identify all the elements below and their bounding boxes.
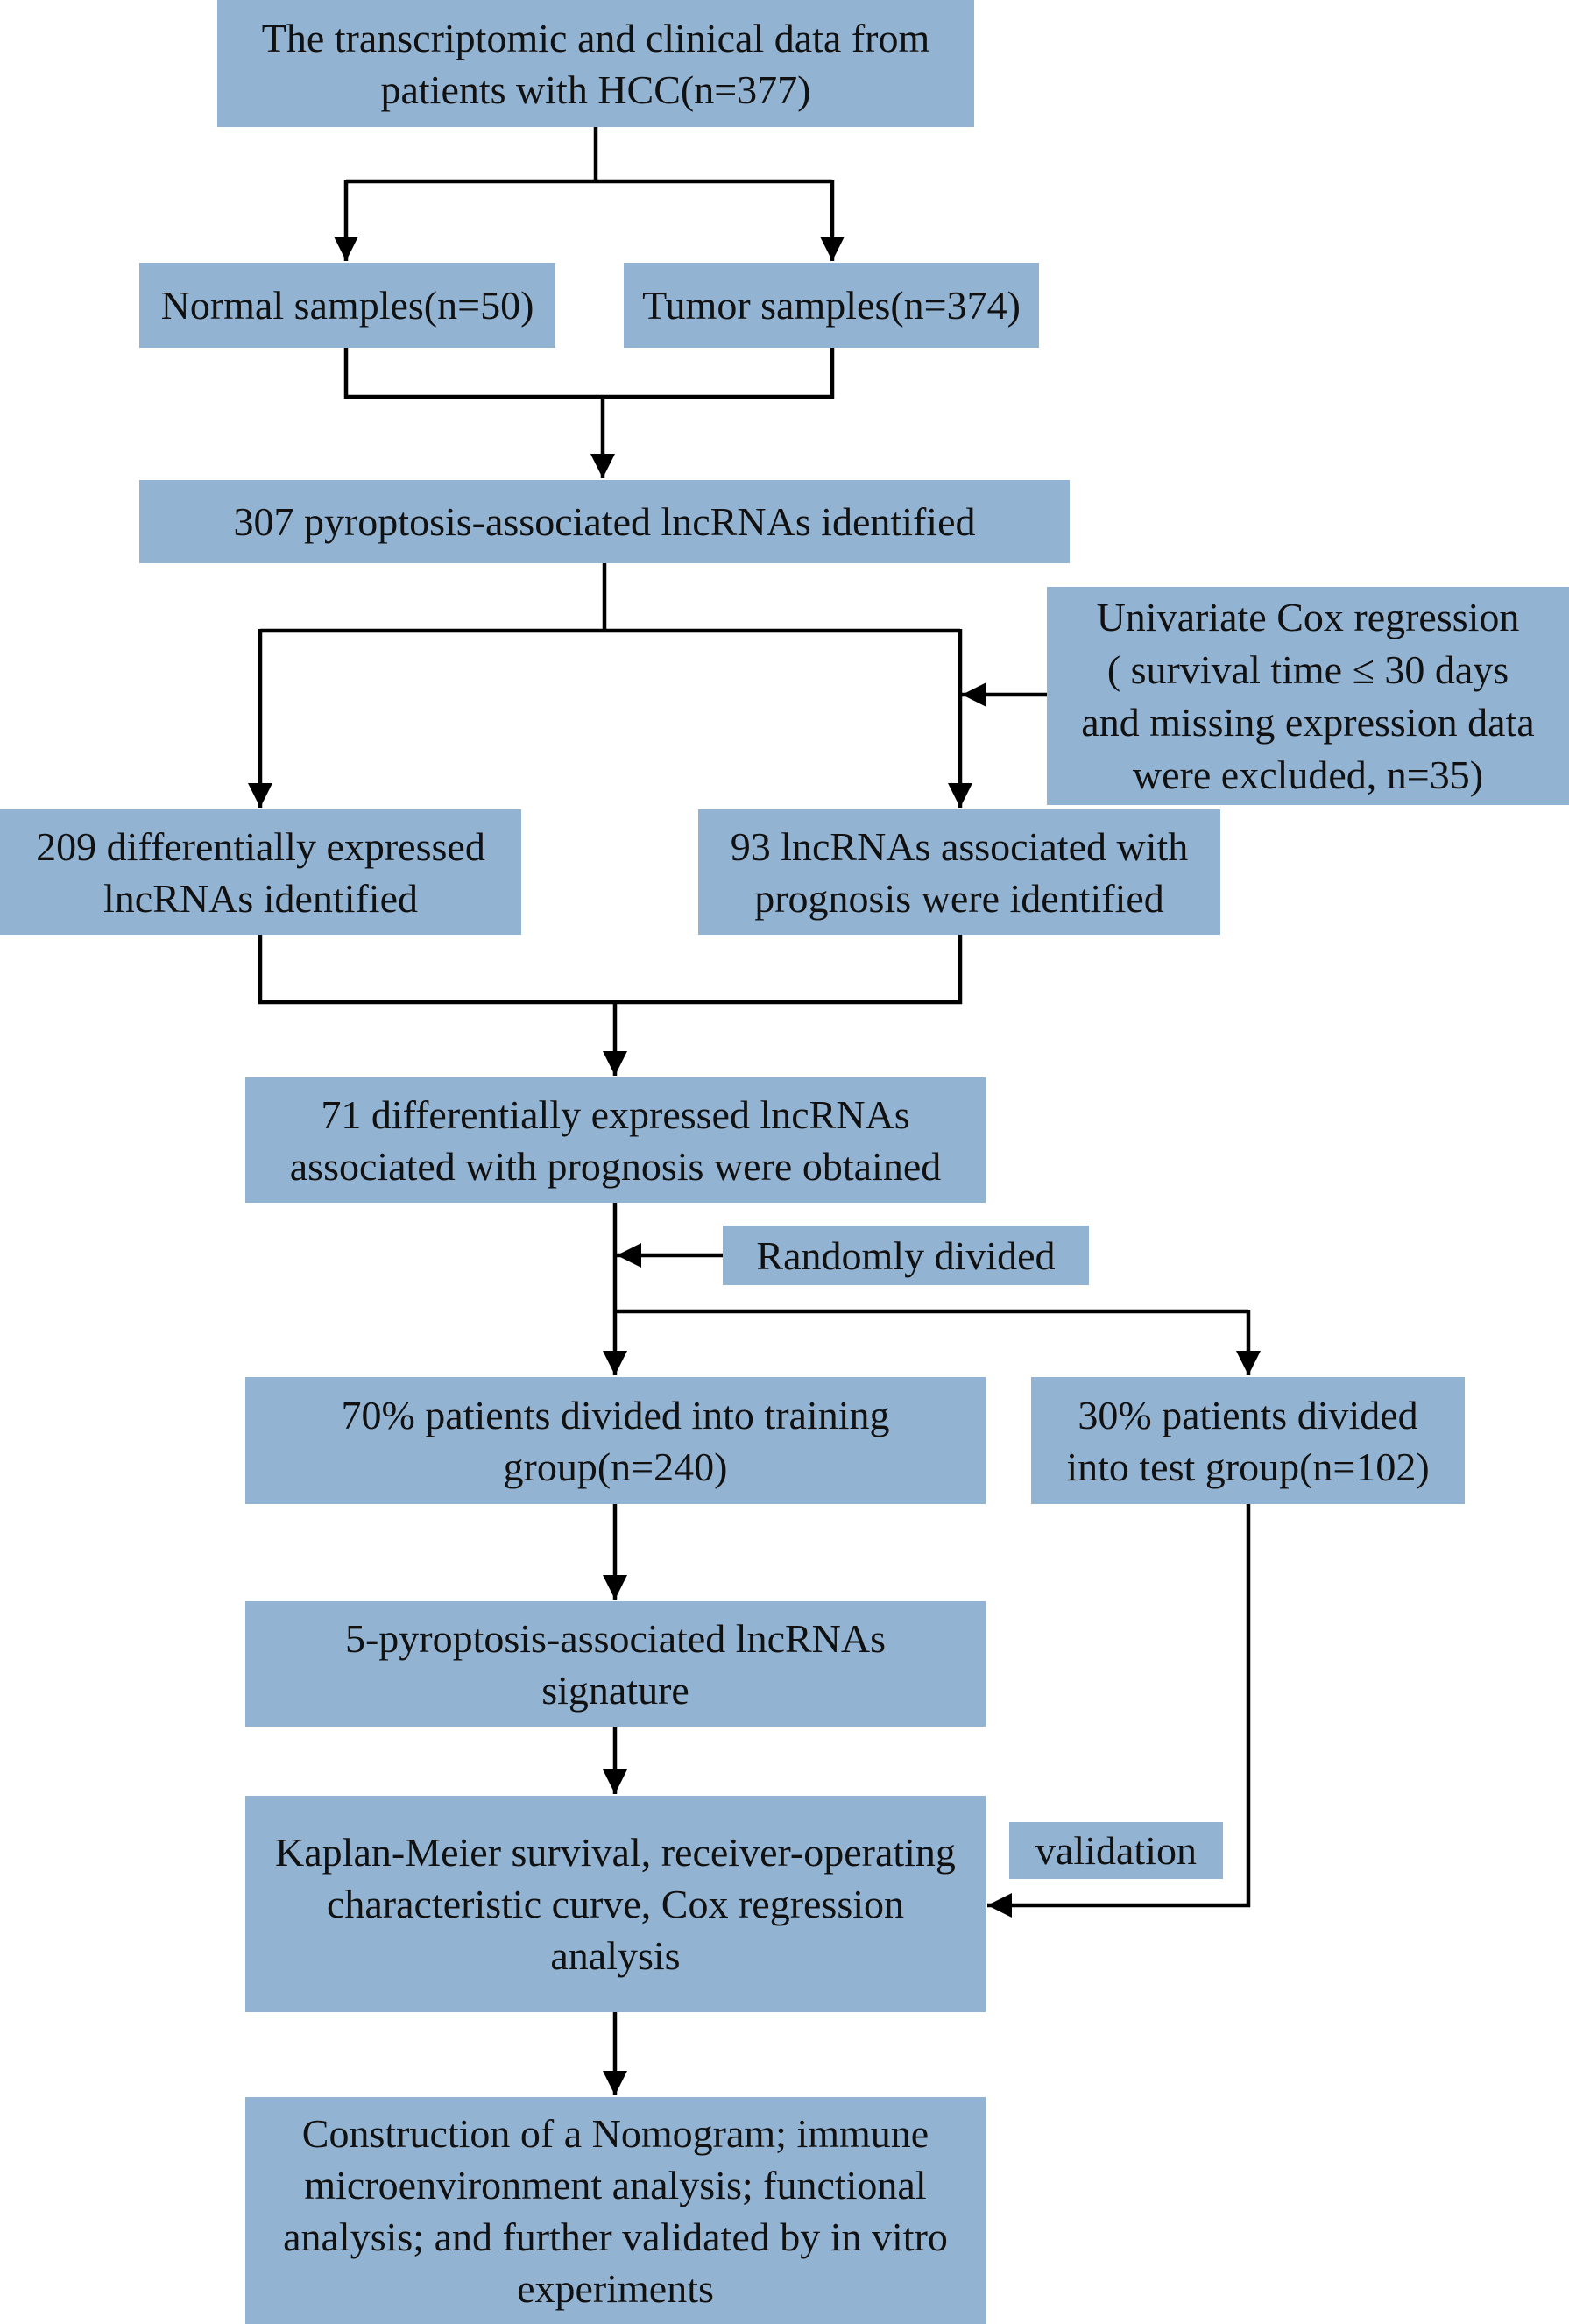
node-training-group-line-2: group(n=240)	[503, 1444, 728, 1489]
node-training-group-line-1: 70% patients divided into training	[341, 1392, 890, 1437]
node-signature: 5-pyroptosis-associated lncRNAs signatur…	[245, 1601, 986, 1727]
node-signature-line-2: signature	[541, 1667, 689, 1713]
node-nomogram-line-4: experiments	[517, 2265, 714, 2311]
node-survival-analysis-line-2: characteristic curve, Cox regression	[326, 1882, 905, 1926]
connector-test-validation	[987, 1504, 1251, 1918]
node-nomogram-line-3: analysis; and further validated by in vi…	[283, 2214, 948, 2259]
node-intersection-lncrnas-line-2: associated with prognosis were obtained	[289, 1143, 942, 1189]
node-univariate-cox-line-4: were excluded, n=35)	[1132, 752, 1484, 797]
node-nomogram-line-2: microenvironment analysis; functional	[304, 2162, 927, 2207]
node-data-source: The transcriptomic and clinical data fro…	[217, 0, 974, 127]
node-pyroptosis-lncrnas-line-1: 307 pyroptosis-associated lncRNAs identi…	[233, 499, 976, 544]
connector-source-split	[334, 127, 845, 261]
connector-intersection-merge	[258, 935, 963, 1076]
node-differential-lncrnas-line-1: 209 differentially expressed	[36, 823, 485, 869]
node-survival-analysis-line-3: analysis	[550, 1933, 681, 1978]
connector-samples-merge	[343, 348, 835, 478]
node-normal-samples: Normal samples(n=50)	[139, 263, 555, 348]
node-tumor-samples: Tumor samples(n=374)	[624, 263, 1039, 348]
node-survival-analysis-line-1: Kaplan-Meier survival, receiver-operatin…	[275, 1830, 956, 1875]
node-test-group-line-2: into test group(n=102)	[1066, 1444, 1430, 1489]
node-randomly-divided: Randomly divided	[723, 1226, 1089, 1285]
node-test-group-line-1: 30% patients divided	[1078, 1392, 1418, 1437]
node-normal-samples-line-1: Normal samples(n=50)	[160, 283, 534, 328]
node-differential-lncrnas-line-2: lncRNAs identified	[103, 875, 418, 921]
node-data-source-line-2: patients with HCC(n=377)	[380, 67, 811, 112]
node-nomogram-line-1: Construction of a Nomogram; immune	[301, 2110, 929, 2156]
connector-lncrna-split	[248, 563, 972, 808]
node-randomly-divided-line-1: Randomly divided	[756, 1233, 1056, 1278]
node-univariate-cox-line-2: ( survival time ≤ 30 days	[1106, 646, 1509, 692]
node-differential-lncrnas: 209 differentially expressed lncRNAs ide…	[0, 809, 521, 935]
node-survival-analysis: Kaplan-Meier survival, receiver-operatin…	[245, 1796, 986, 2012]
node-tumor-samples-line-1: Tumor samples(n=374)	[642, 283, 1021, 328]
node-prognosis-lncrnas: 93 lncRNAs associated with prognosis wer…	[698, 809, 1220, 935]
node-univariate-cox: Univariate Cox regression ( survival tim…	[1047, 587, 1569, 805]
node-intersection-lncrnas: 71 differentially expressed lncRNAs asso…	[245, 1077, 986, 1203]
node-validation-line-1: validation	[1035, 1828, 1197, 1873]
node-data-source-line-1: The transcriptomic and clinical data fro…	[261, 15, 930, 60]
node-validation: validation	[1009, 1822, 1223, 1879]
node-pyroptosis-lncrnas: 307 pyroptosis-associated lncRNAs identi…	[139, 480, 1070, 563]
node-univariate-cox-line-3: and missing expression data	[1081, 699, 1535, 745]
node-univariate-cox-line-1: Univariate Cox regression	[1096, 594, 1520, 639]
node-intersection-lncrnas-line-1: 71 differentially expressed lncRNAs	[321, 1091, 910, 1137]
node-signature-line-1: 5-pyroptosis-associated lncRNAs	[344, 1615, 887, 1661]
node-test-group: 30% patients divided into test group(n=1…	[1031, 1377, 1465, 1504]
connector-random-split	[603, 1203, 1261, 1375]
node-training-group: 70% patients divided into training group…	[245, 1377, 986, 1504]
node-nomogram: Construction of a Nomogram; immune micro…	[245, 2097, 986, 2324]
node-prognosis-lncrnas-line-1: 93 lncRNAs associated with	[730, 823, 1189, 869]
node-prognosis-lncrnas-line-2: prognosis were identified	[754, 875, 1164, 921]
